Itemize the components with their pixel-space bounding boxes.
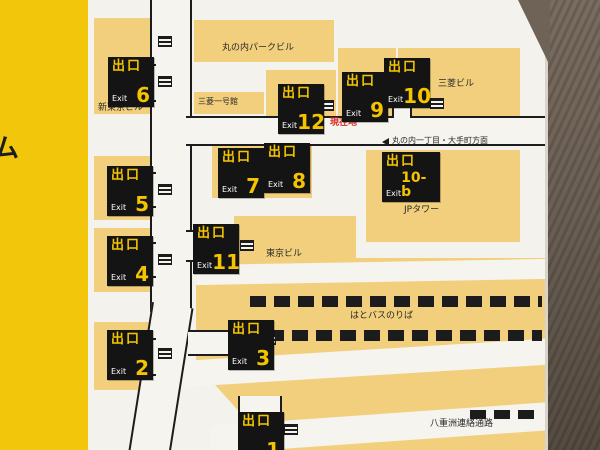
exit-jp-label: 出口 (112, 59, 143, 74)
exit-2-sign: 出口 Exit 2 (107, 330, 153, 380)
wall-background (548, 0, 600, 450)
exit-number: 7 (246, 174, 260, 198)
stub-exit3 (188, 330, 234, 356)
exit-en-label: Exit (222, 185, 238, 195)
exit-number: 2 (135, 356, 149, 380)
exit-number: 11 (212, 250, 240, 274)
exit-en-label: Exit (232, 357, 248, 367)
building-marunouchi-park (194, 20, 334, 62)
stairs-icon (158, 254, 172, 265)
label-direction: 丸の内一丁目・大手町方面 (392, 136, 488, 145)
exit-en-label: Exit (282, 121, 298, 131)
current-location-label: 現在地 (330, 118, 358, 128)
exit-6-sign: 出口 Exit 6 (108, 57, 154, 107)
label-mitsubishi-ichigokan: 三菱一号館 (198, 97, 238, 106)
exit-number: 1 (266, 438, 280, 450)
label-yaesu-passage: 八重洲連絡通路 (430, 419, 494, 429)
stairs-icon (158, 36, 172, 47)
direction-arrow-icon (382, 138, 389, 146)
exit-jp-label: 出口 (386, 154, 417, 169)
bays-row-1 (250, 296, 542, 307)
label-tokyo-bldg: 東京ビル (266, 249, 303, 259)
label-mitsubishi-bldg: 三菱ビル (438, 79, 475, 89)
exit-en-label: Exit (111, 203, 127, 213)
exit-en-label: Exit (197, 261, 213, 271)
stairs-icon (240, 240, 254, 251)
exit-jp-label: 出口 (268, 145, 299, 160)
exit-number: 10-b (401, 170, 427, 200)
exit-jp-label: 出口 (242, 414, 273, 429)
exit-guide-sign: ム (0, 0, 551, 450)
exit-number: 9 (370, 98, 384, 122)
label-shin-tokyo-bldg: 新東京ビル (98, 103, 144, 113)
exit-jp-label: 出口 (346, 74, 377, 89)
exit-jp-label: 出口 (282, 86, 313, 101)
exit-en-label: Exit (111, 273, 127, 283)
exit-jp-label: 出口 (111, 332, 142, 347)
exit-number: 5 (135, 192, 149, 216)
exit-en-label: Exit (112, 94, 128, 104)
exit-jp-label: 出口 (111, 168, 142, 183)
exit-3-sign: 出口 Exit 3 (228, 320, 274, 370)
exit-8-sign: 出口 Exit 8 (264, 143, 310, 193)
label-hato-bus: はとバスのりば (350, 311, 414, 321)
exit-jp-label: 出口 (222, 150, 253, 165)
stairs-icon (284, 424, 298, 435)
bays-row-2 (244, 330, 542, 341)
stairs-icon (158, 184, 172, 195)
building-mitsubishi-ichigokan (194, 92, 264, 114)
exit-number: 6 (136, 83, 150, 107)
exit-jp-label: 出口 (197, 226, 228, 241)
side-partial-text: ム (0, 134, 20, 164)
bays-row-3 (470, 410, 542, 419)
label-jp-tower: JPタワー (404, 205, 440, 215)
exit-en-label: Exit (111, 367, 127, 377)
exit-jp-label: 出口 (232, 322, 263, 337)
exit-number: 12 (297, 110, 325, 134)
exit-number: 10 (403, 84, 431, 108)
exit-en-label: Exit (268, 180, 284, 190)
sign-edge-highlight (545, 0, 548, 450)
exit-en-label: Exit (388, 95, 404, 105)
exit-4-sign: 出口 Exit 4 (107, 236, 153, 286)
yellow-side-strip: ム (0, 0, 88, 450)
exit-jp-label: 出口 (111, 238, 142, 253)
exit-number: 3 (256, 346, 270, 370)
exit-5-sign: 出口 Exit 5 (107, 166, 153, 216)
exit-number: 8 (292, 169, 306, 193)
exit-en-label: Exit (386, 189, 402, 199)
exit-number: 4 (135, 262, 149, 286)
label-marunouchi-park-bldg: 丸の内パークビル (222, 43, 295, 53)
stairs-icon (158, 348, 172, 359)
exit-en-label: Exit (346, 109, 362, 119)
stairs-icon (430, 98, 444, 109)
exit-9-sign: 出口 Exit 9 (342, 72, 388, 122)
exit-7-sign: 出口 Exit 7 (218, 148, 264, 198)
stairs-icon (158, 76, 172, 87)
exit-jp-label: 出口 (388, 60, 419, 75)
